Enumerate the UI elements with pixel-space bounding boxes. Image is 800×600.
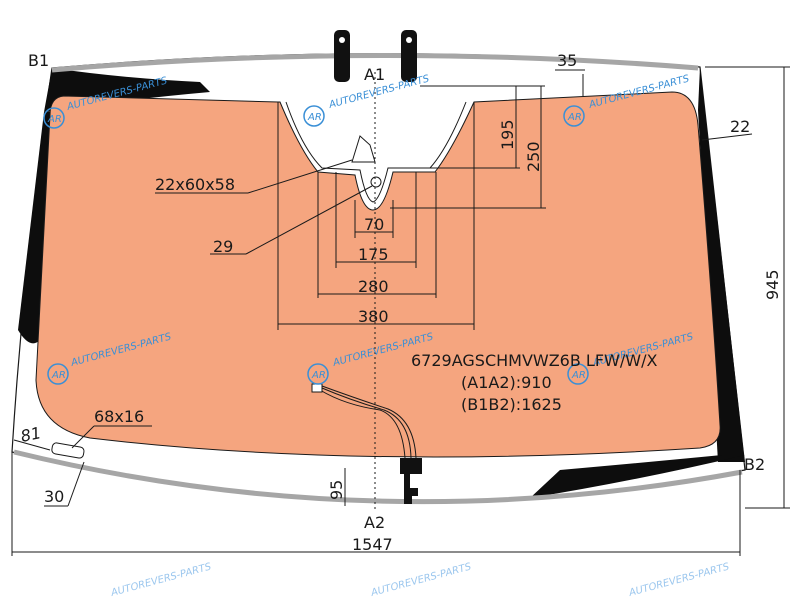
svg-text:AR: AR (307, 112, 322, 123)
glass-area (35, 91, 721, 458)
dim-30: 30 (44, 487, 64, 506)
sensor-circle (370, 176, 382, 188)
dimension-lines (11, 66, 790, 556)
frit-bottom-right (530, 455, 745, 498)
dim-bracket: 22x60x58 (155, 175, 235, 194)
dim-1547: 1547 (352, 535, 393, 554)
mirror-bracket-left (334, 30, 350, 82)
watermark-ghost-1: AUTOREVERS-PARTS (109, 561, 213, 599)
dim-22: 22 (730, 117, 750, 136)
svg-text:AR: AR (567, 112, 582, 123)
dim-68x16: 68x16 (94, 407, 144, 426)
point-a2: A2 (364, 513, 385, 532)
dim-35: 35 (557, 51, 577, 70)
sensor-wire (319, 389, 406, 459)
connector-tail (404, 474, 418, 504)
dim-380: 380 (358, 307, 389, 326)
dim-81: 81 (19, 423, 43, 446)
frit-right (698, 67, 745, 462)
part-code: 6729AGSCHMVWZ6B LFW/W/X (411, 351, 657, 370)
dim-175: 175 (358, 245, 389, 264)
point-a1: A1 (364, 65, 385, 84)
diagonal-b1b2: (B1B2):1625 (461, 395, 562, 414)
label-patch (51, 442, 85, 459)
point-b2: B2 (744, 455, 765, 474)
sensor-pad (311, 383, 323, 393)
dim-250: 250 (524, 141, 543, 172)
dim-945: 945 (763, 269, 782, 300)
notch-inner-line (285, 101, 467, 203)
dim-280: 280 (358, 277, 389, 296)
watermark-ghost-2: AUTOREVERS-PARTS (369, 561, 473, 599)
dim-29: 29 (213, 237, 233, 256)
watermark-ghost-3: AUTOREVERS-PARTS (627, 561, 731, 599)
top-moulding (51, 53, 699, 73)
mirror-bracket-right (401, 30, 417, 82)
dim-70: 70 (364, 215, 384, 234)
point-b1: B1 (28, 51, 49, 70)
svg-text:AR: AR (47, 114, 62, 125)
connector-block (400, 458, 422, 474)
bottom-moulding (13, 449, 743, 505)
diagonal-a1a2: (A1A2):910 (461, 373, 552, 392)
dim-95: 95 (327, 480, 346, 500)
dim-195: 195 (498, 119, 517, 150)
sensor-bracket (351, 135, 376, 163)
svg-text:AR: AR (51, 370, 66, 381)
svg-text:AR: AR (311, 370, 326, 381)
svg-text:AR: AR (571, 370, 586, 381)
